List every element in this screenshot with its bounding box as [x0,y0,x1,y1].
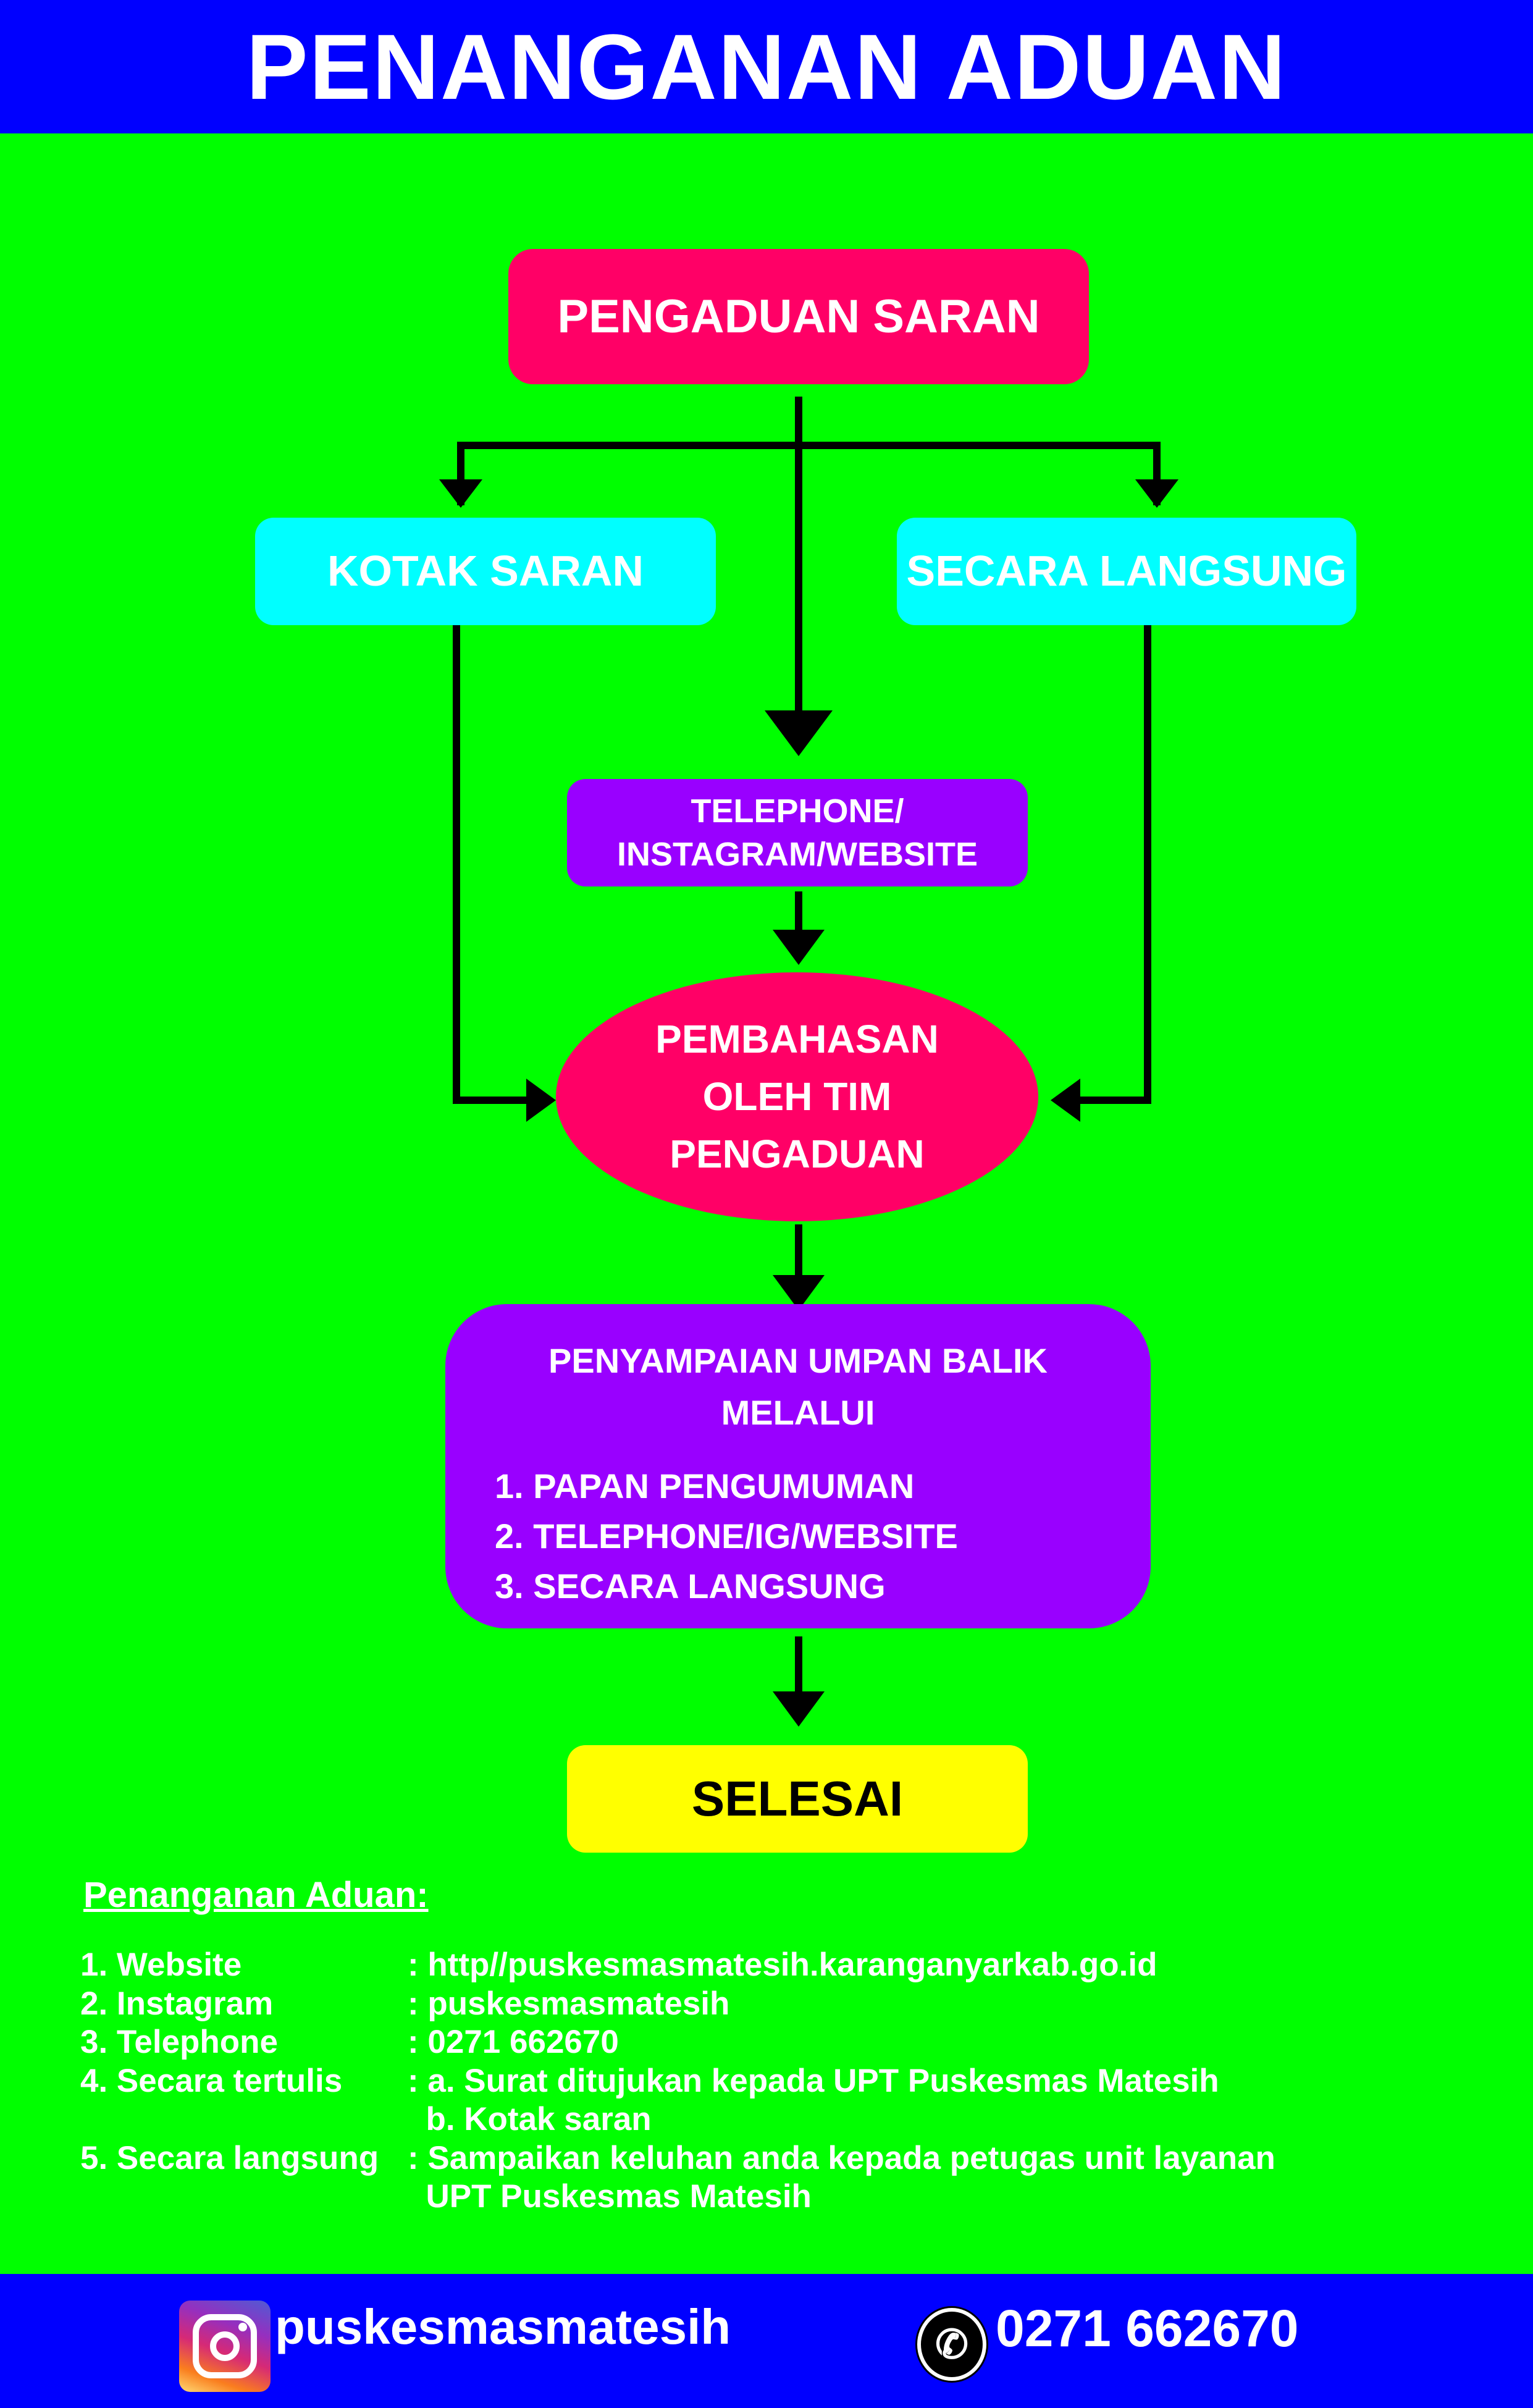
info-row: b. Kotak saran [408,2101,652,2137]
arrow-down-icon [773,1275,825,1310]
discussion-line: PENGADUAN [670,1131,925,1176]
arrow-down-icon [1135,479,1178,508]
phone-icon: ✆ [917,2308,986,2381]
info-row: 2. Instagram: puskesmasmatesih [80,1985,730,2022]
footer-bar: puskesmasmatesih ✆ 0271 662670 [0,2274,1533,2408]
feedback-box: PENYAMPAIAN UMPAN BALIK MELALUI 1. PAPAN… [445,1304,1151,1628]
info-row: 4. Secara tertulis: a. Surat ditujukan k… [80,2062,1219,2099]
start-box: PENGADUAN SARAN [508,249,1089,384]
info-row: 1. Website: http//puskesmasmatesih.karan… [80,1947,1157,1983]
discussion-ellipse: PEMBAHASAN OLEH TIM PENGADUAN [556,972,1038,1221]
info-row: UPT Puskesmas Matesih [408,2178,812,2215]
discussion-line: OLEH TIM [702,1074,892,1119]
arrow-down-icon [773,930,825,965]
info-heading: Penanganan Aduan: [83,1875,429,1915]
info-row: 3. Telephone: 0271 662670 [80,2024,619,2060]
instagram-handle: puskesmasmatesih [275,2299,731,2354]
arrow-down-icon [439,479,482,508]
secara-langsung-box: SECARA LANGSUNG [897,518,1356,625]
end-box: SELESAI [567,1745,1028,1853]
telephone-line1: TELEPHONE/ [691,792,904,830]
info-list: 1. Website: http//puskesmasmatesih.karan… [80,1946,1275,2216]
arrow-down-icon [773,1691,825,1727]
phone-number: 0271 662670 [996,2299,1299,2357]
arrow-down-icon [765,710,833,756]
telephone-box: TELEPHONE/ INSTAGRAM/WEBSITE [567,779,1028,886]
arrow-right-icon [526,1079,556,1122]
feedback-item: 2. TELEPHONE/IG/WEBSITE [495,1517,958,1556]
discussion-line: PEMBAHASAN [655,1017,939,1062]
arrow-left-icon [1051,1079,1080,1122]
page-title: PENANGANAN ADUAN [0,0,1533,133]
feedback-item: 1. PAPAN PENGUMUMAN [495,1467,915,1505]
info-row: 5. Secara langsung: Sampaikan keluhan an… [80,2139,1275,2176]
feedback-title: PENYAMPAIAN UMPAN BALIK [548,1341,1048,1380]
telephone-line2: INSTAGRAM/WEBSITE [617,836,978,873]
feedback-title: MELALUI [721,1393,875,1432]
instagram-icon [179,2301,271,2392]
feedback-item: 3. SECARA LANGSUNG [495,1567,886,1606]
kotak-saran-box: KOTAK SARAN [255,518,716,625]
